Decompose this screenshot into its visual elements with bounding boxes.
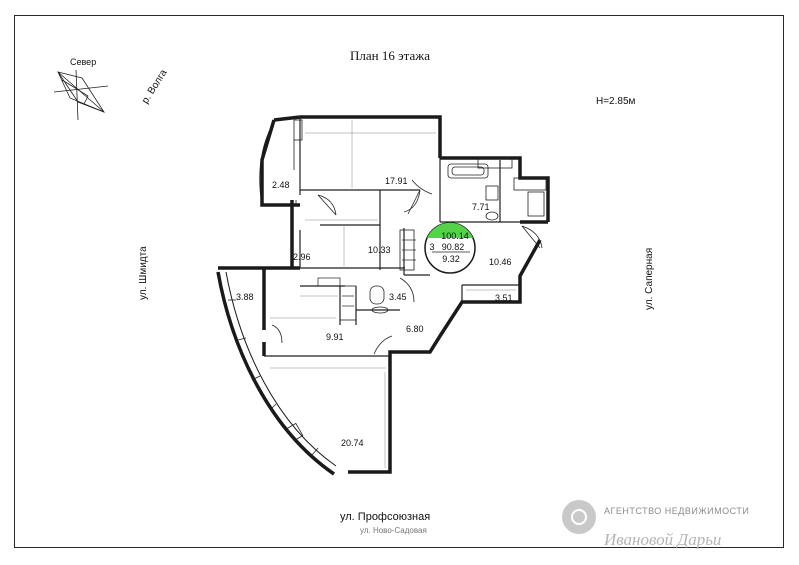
balcony-glazing bbox=[228, 119, 319, 456]
room-area-bedroom: 9.91 bbox=[326, 332, 344, 342]
ceiling-height: H=2.85м bbox=[596, 96, 636, 107]
curved-facade bbox=[216, 121, 337, 476]
agency-line2: Ивановой Дарьи bbox=[604, 530, 722, 549]
rooms-count: 3 bbox=[429, 242, 435, 252]
street-novo-sadovaya: ул. Ново-Садовая bbox=[360, 526, 427, 535]
agency-logo-icon bbox=[562, 500, 596, 534]
door-swings bbox=[271, 179, 543, 355]
north-label: Север bbox=[70, 57, 97, 67]
balcony-area-value: 9.32 bbox=[442, 254, 460, 264]
room-area-loggia: 3.88 bbox=[236, 292, 254, 302]
interior-walls bbox=[264, 117, 520, 357]
room-area-wc: 3.45 bbox=[389, 292, 407, 302]
total-area-value: 100.14 bbox=[441, 231, 469, 241]
agency-line1: АГЕНТСТВО НЕДВИЖИМОСТИ bbox=[604, 506, 750, 516]
dimension-lines bbox=[270, 120, 516, 468]
total-area-highlight bbox=[427, 222, 473, 238]
room-area-kitchen: 10.33 bbox=[368, 245, 391, 255]
drawing-frame bbox=[14, 15, 784, 548]
apartment-summary-marker bbox=[424, 222, 476, 274]
room-area-living-room: 17.91 bbox=[385, 176, 408, 186]
room-area-corridor: 6.80 bbox=[406, 324, 424, 334]
room-area-balcony-mid: 2.96 bbox=[293, 252, 311, 262]
room-area-master-room: 20.74 bbox=[341, 438, 364, 448]
plan-title: План 16 этажа bbox=[349, 48, 431, 63]
room-area-bathroom: 7.71 bbox=[472, 202, 490, 212]
street-profsoyuznaya: ул. Профсоюзная bbox=[340, 511, 431, 523]
room-area-hall: 10.46 bbox=[489, 257, 512, 267]
compass-icon bbox=[53, 69, 109, 121]
living-area-value: 90.82 bbox=[441, 242, 465, 252]
room-area-storage: 3.51 bbox=[495, 293, 513, 303]
kitchen-units bbox=[317, 239, 416, 307]
room-area-balcony-top: 2.48 bbox=[272, 180, 290, 190]
